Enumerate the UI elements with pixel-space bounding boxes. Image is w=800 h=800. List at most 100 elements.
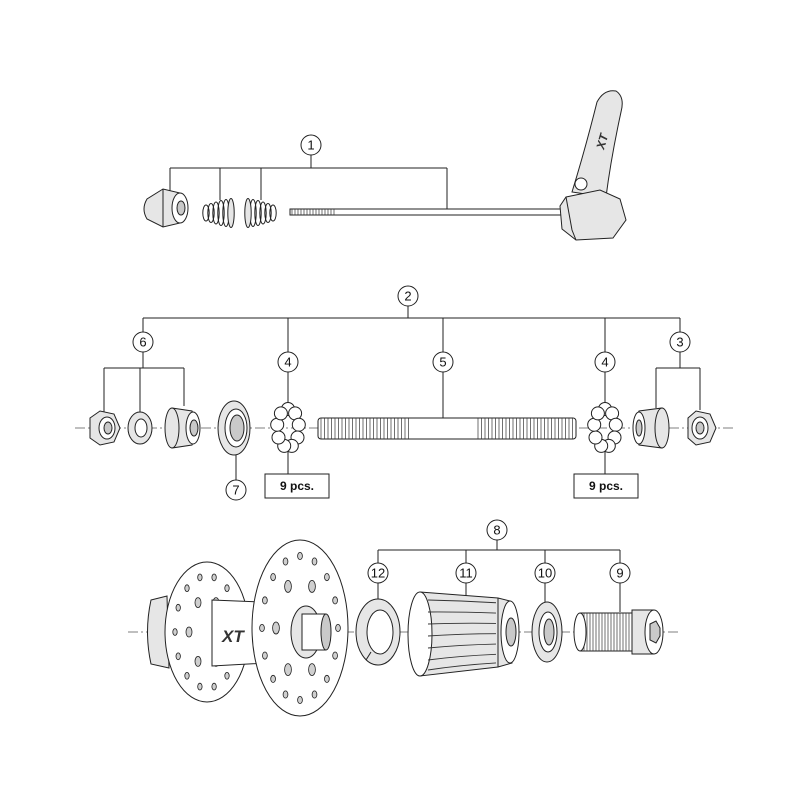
callout-11-label: 11	[459, 566, 473, 581]
spoke-hole	[282, 557, 289, 566]
leader-lines-axle	[103, 306, 701, 480]
callout-1: 1	[300, 134, 322, 156]
spoke-hole	[197, 573, 203, 582]
callout-4-right-label: 4	[601, 355, 608, 370]
flange-cutout	[194, 656, 202, 667]
spoke-hole	[197, 682, 203, 691]
spoke-hole	[324, 573, 330, 582]
spring-coil	[264, 203, 272, 223]
spring-coil	[212, 201, 220, 225]
spoke-hole	[270, 674, 276, 683]
callout-7: 7	[225, 479, 247, 501]
callout-7-label: 7	[232, 483, 239, 498]
freehub-washer	[531, 601, 563, 663]
callout-5-label: 5	[439, 355, 446, 370]
spline-ridge	[427, 611, 497, 614]
spring-coil	[217, 200, 225, 226]
callout-6: 6	[132, 331, 154, 353]
spring-coil	[269, 204, 277, 222]
spoke-hole	[311, 690, 318, 699]
axle-threads	[320, 418, 573, 439]
flange-cutout	[272, 621, 280, 635]
spline-ridge	[427, 622, 497, 625]
flange-cutout	[284, 580, 292, 593]
flange-cutout	[308, 663, 316, 676]
freehub-body	[407, 591, 520, 677]
locknut-left	[89, 410, 121, 446]
bearing-ball	[608, 417, 623, 432]
flange-cutout	[308, 580, 316, 593]
skewer-rod	[289, 208, 569, 216]
locknut-right	[687, 410, 717, 446]
callout-9-label: 9	[616, 566, 623, 581]
cone-right	[632, 407, 670, 449]
callout-10: 10	[534, 562, 556, 584]
spoke-hole	[184, 584, 190, 592]
spoke-hole	[324, 674, 330, 683]
spring-coil	[259, 201, 267, 225]
spoke-hole	[262, 651, 268, 660]
spoke-hole	[297, 696, 303, 705]
spoke-hole	[270, 573, 276, 582]
spoke-hole	[259, 624, 265, 633]
spoke-hole	[175, 603, 181, 612]
callout-1-label: 1	[307, 138, 314, 153]
spring-coil	[254, 200, 262, 226]
spline-ridge	[427, 633, 497, 637]
spring-coil	[202, 204, 210, 222]
callout-8-label: 8	[493, 523, 500, 538]
spoke-hole	[211, 573, 217, 582]
spoke-hole	[335, 624, 341, 633]
callout-11: 11	[455, 562, 477, 584]
callout-4-right: 4	[594, 351, 616, 373]
bearing-ball	[588, 430, 603, 445]
quantity-box-right: 9 pcs.	[573, 473, 639, 499]
lever-logo: XT	[593, 131, 611, 152]
dust-seal	[217, 400, 251, 456]
skewer-spring-left	[202, 198, 235, 228]
leader-lines-freehub	[377, 540, 621, 612]
callout-6-label: 6	[139, 335, 146, 350]
bearing-ball	[590, 406, 605, 421]
leader-lines-skewer	[169, 155, 448, 209]
spring-coil	[244, 198, 252, 228]
spline-ridge	[427, 653, 497, 661]
callout-10-label: 10	[538, 566, 552, 581]
flange-cutout	[194, 597, 202, 608]
freehub-splines	[427, 599, 497, 671]
spoke-hole	[297, 552, 303, 561]
callout-9: 9	[609, 562, 631, 584]
callout-12-label: 12	[371, 566, 385, 581]
washer-left	[127, 411, 153, 445]
spline-ridge	[427, 643, 497, 649]
freehub-bolt	[573, 609, 664, 655]
callout-2: 2	[397, 285, 419, 307]
spoke-hole	[282, 690, 289, 699]
spoke-hole	[224, 584, 230, 592]
bearing-ball	[271, 430, 286, 445]
spoke-hole	[172, 628, 178, 636]
skewer-lever: XT	[559, 90, 627, 241]
flange-cutout	[284, 663, 292, 676]
spoke-hole	[211, 682, 217, 691]
spline-ridge	[427, 599, 497, 604]
callout-3: 3	[669, 331, 691, 353]
spoke-hole	[184, 671, 190, 680]
bearing-balls-right	[587, 402, 623, 453]
spline-ridge	[427, 662, 497, 671]
quantity-label-left: 9 pcs.	[280, 479, 314, 493]
hub-logo: XT	[221, 627, 245, 646]
spoke-hole	[332, 596, 338, 605]
cone-left	[164, 407, 201, 449]
skewer-spring-right	[244, 198, 277, 228]
quantity-box-left: 9 pcs.	[264, 473, 330, 499]
axle	[317, 417, 577, 440]
callout-4-left: 4	[277, 351, 299, 373]
skewer-rod-threads	[291, 209, 335, 215]
callout-8: 8	[486, 519, 508, 541]
spoke-hole	[224, 671, 230, 680]
spoke-hole	[332, 651, 338, 660]
quantity-label-right: 9 pcs.	[589, 479, 623, 493]
